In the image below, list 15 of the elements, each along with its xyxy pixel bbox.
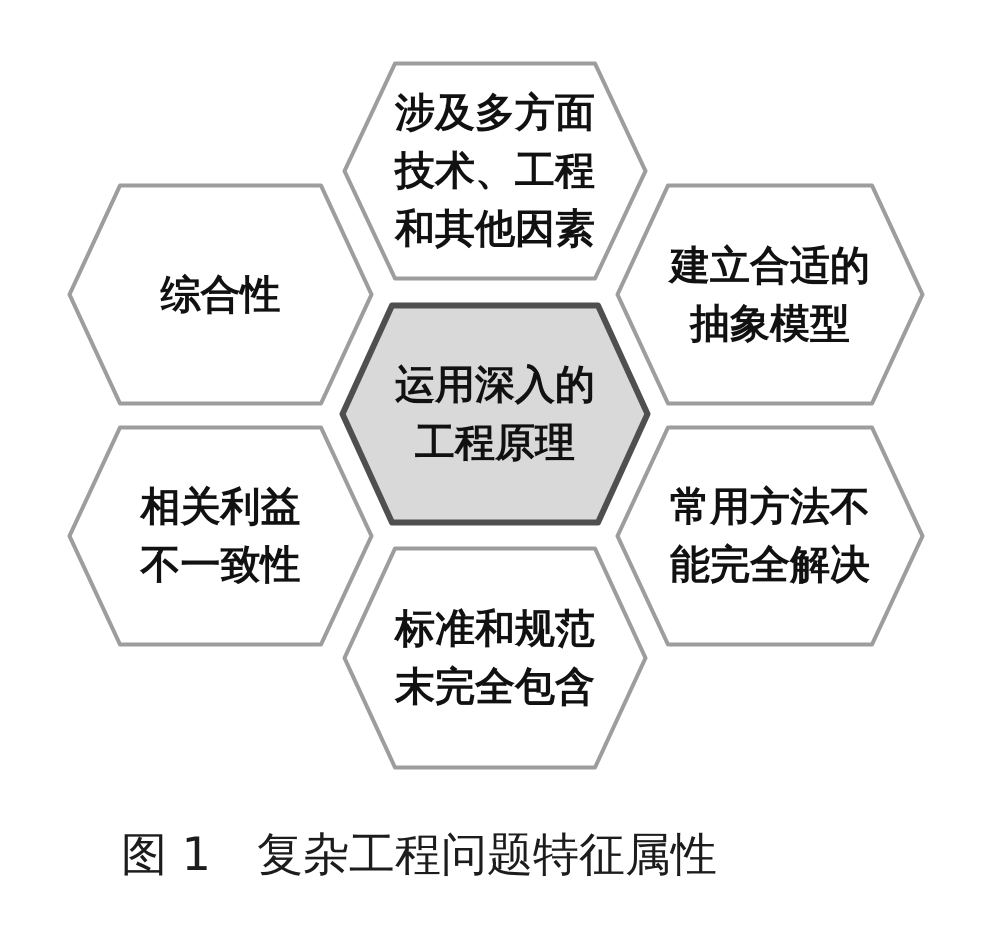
hexagon-label: 相关利益不一致性 [140,483,302,590]
hexagon [342,546,648,770]
hexagon-label: 标准和规范末完全包含 [394,605,596,712]
figure-caption: 图 1 复杂工程问题特征属性 [121,826,717,882]
hexagon [342,61,648,281]
hexagon [67,425,374,647]
hexagon [67,183,374,406]
hexagon [339,302,651,526]
hexagon [615,425,925,647]
hexagon [615,183,925,406]
hexagon-label: 常用方法不能完全解决 [669,483,871,590]
hexagon-label: 综合性 [159,270,282,320]
hexagon-label: 建立合适的抽象模型 [669,242,871,348]
hexagon-label: 运用深入的工程原理 [394,361,596,468]
hexagon-label: 涉及多方面技术、工程和其他因素 [394,89,596,254]
